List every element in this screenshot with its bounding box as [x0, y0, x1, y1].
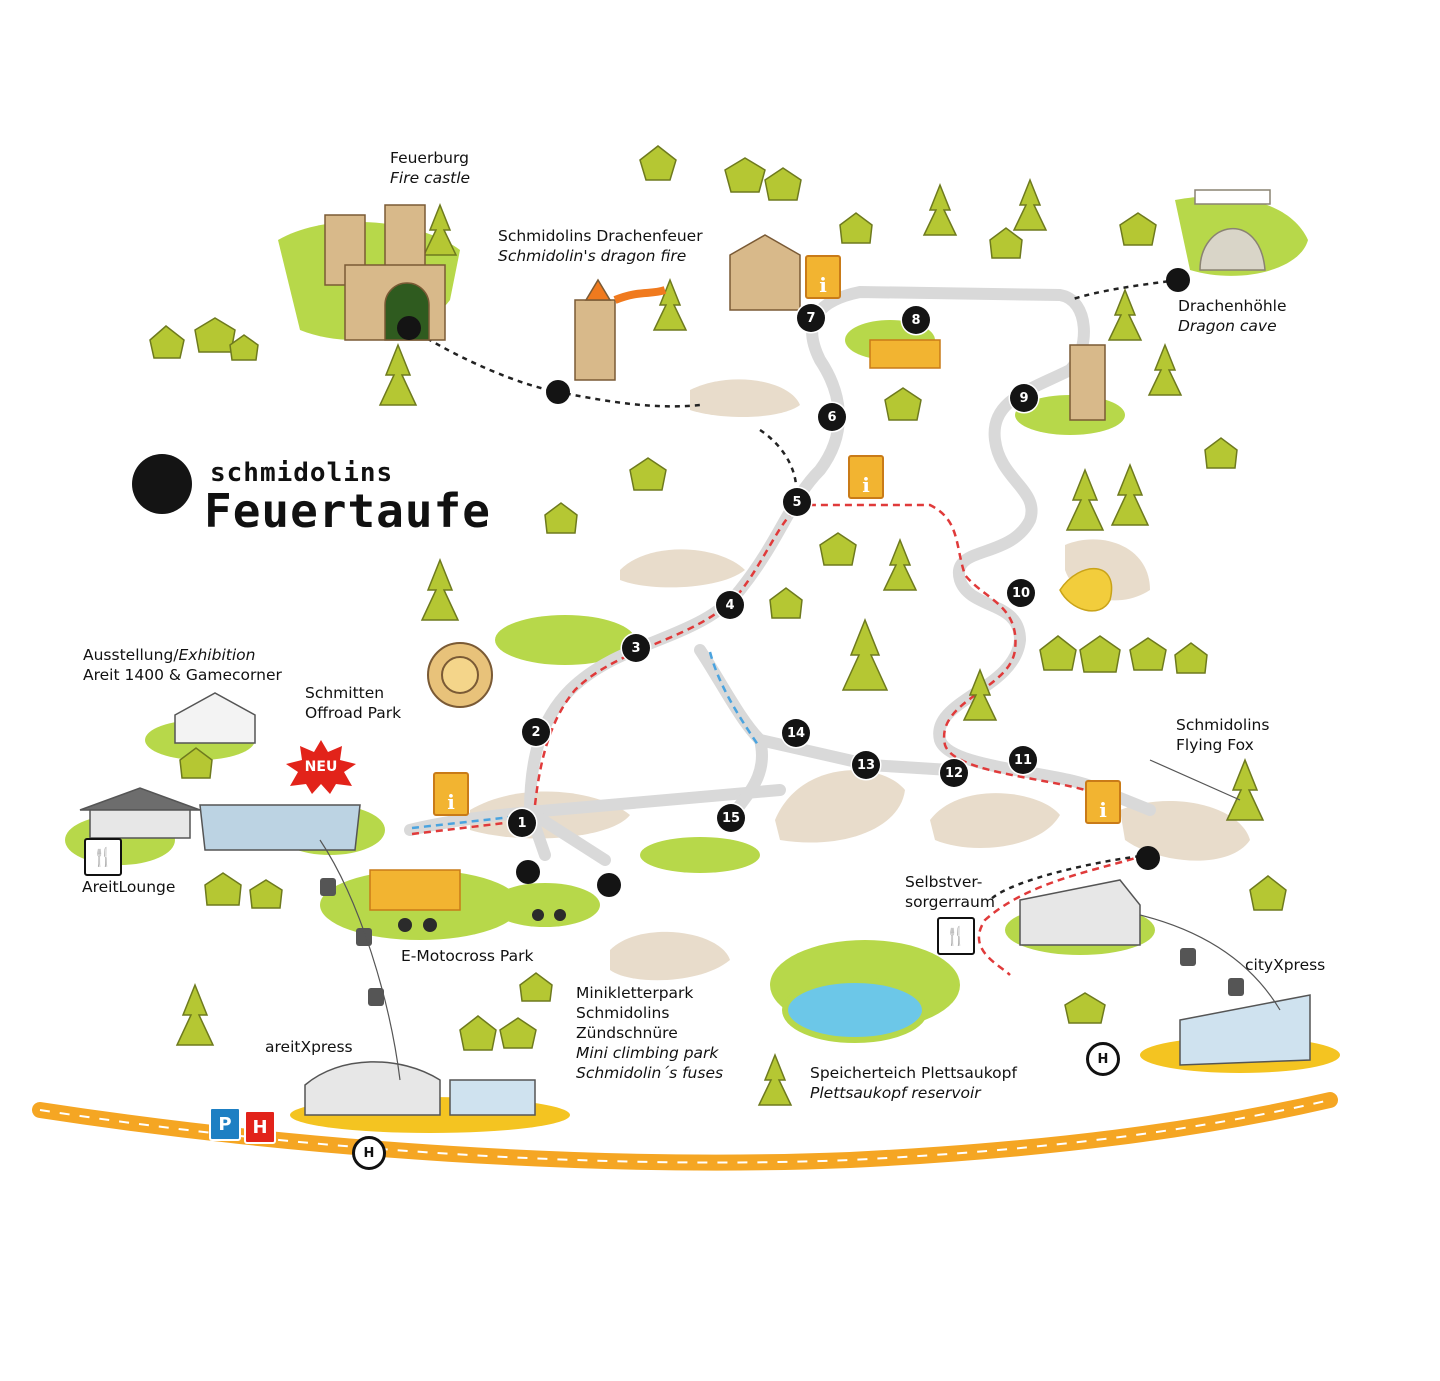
station-12[interactable]: 12: [940, 759, 968, 787]
station-1[interactable]: 1: [508, 809, 536, 837]
gondolas: [320, 878, 1244, 1006]
dragon-logo-icon: [132, 454, 192, 514]
restaurant-icon: 🍴: [937, 917, 975, 955]
info-board-icon: i: [848, 455, 884, 499]
cityxpress-station: [1179, 994, 1311, 1066]
waypoint-dot: [597, 873, 621, 897]
logo-line-2: Feuertaufe: [204, 484, 491, 538]
station-4[interactable]: 4: [716, 591, 744, 619]
dragon-tower: [574, 278, 667, 381]
hospital-icon: H: [244, 1110, 276, 1144]
station-9[interactable]: 9: [1010, 384, 1038, 412]
new-badge: NEU: [286, 740, 356, 794]
slide-yellow: [1059, 567, 1113, 612]
label-motocross: E-Motocross Park: [401, 947, 534, 965]
label-areitlounge: AreitLounge: [82, 878, 176, 896]
restaurant-icon: 🍴: [84, 838, 122, 876]
station-15[interactable]: 15: [717, 804, 745, 832]
fir-trees: [175, 177, 1265, 1106]
hut-top: [729, 234, 801, 311]
label-flying-fox: Schmidolins Flying Fox: [1176, 716, 1270, 754]
bus-stop-icon: H: [352, 1136, 386, 1170]
waypoint-dot: [1136, 846, 1160, 870]
label-minikletterpark: Minikletterpark Schmidolins Zündschnüre …: [576, 984, 724, 1082]
castle: [324, 204, 446, 341]
logo-line-1: schmidolins: [210, 458, 394, 488]
waypoint-dot: [397, 316, 421, 340]
motorbikes: [398, 909, 566, 932]
label-feuerburg: Feuerburg Fire castle: [390, 149, 471, 187]
info-board-icon: i: [805, 255, 841, 299]
bus-stop-icon: H: [1086, 1042, 1120, 1076]
label-drachenhoehle: Drachenhöhle Dragon cave: [1178, 297, 1287, 335]
lounge-building: [79, 787, 201, 839]
schmidolins-feuertaufe-logo: schmidolins Feuertaufe: [130, 452, 490, 544]
label-selbstversorger: Selbstver- sorgerraum: [905, 873, 995, 911]
label-offroad-park: Schmitten Offroad Park: [305, 684, 402, 722]
selbstversorger-building: [1019, 879, 1141, 946]
fence-8: [869, 339, 941, 369]
label-ausstellung: Ausstellung/Exhibition Areit 1400 & Game…: [83, 646, 282, 684]
station-10[interactable]: 10: [1007, 579, 1035, 607]
info-board-icon: i: [433, 772, 469, 816]
cable-lines: [319, 759, 1281, 1081]
waypoint-dot: [516, 860, 540, 884]
label-drachenfeuer: Schmidolins Drachenfeuer Schmidolin's dr…: [498, 227, 703, 265]
wheel: [427, 642, 493, 708]
exhibition-building: [174, 692, 256, 744]
trees: [149, 145, 1287, 1051]
label-speicherteich: Speicherteich Plettsaukopf Plettsaukopf …: [810, 1064, 1017, 1102]
label-cityxpress: cityXpress: [1245, 956, 1326, 974]
station-7[interactable]: 7: [797, 304, 825, 332]
station-8[interactable]: 8: [902, 306, 930, 334]
station-14[interactable]: 14: [782, 719, 810, 747]
station-6[interactable]: 6: [818, 403, 846, 431]
cave: [1194, 189, 1271, 271]
label-areitxpress: areitXpress: [265, 1038, 353, 1056]
reservoir-pond: [782, 977, 928, 1043]
waypoint-dot: [546, 380, 570, 404]
info-board-icon: i: [1085, 780, 1121, 824]
grandstand: [369, 869, 461, 911]
waypoint-dot: [1166, 268, 1190, 292]
station-11[interactable]: 11: [1009, 746, 1037, 774]
station-13[interactable]: 13: [852, 751, 880, 779]
starburst-icon: [286, 740, 356, 794]
parking-icon: P: [209, 1107, 241, 1141]
station-2[interactable]: 2: [522, 718, 550, 746]
areitxpress-valley-station: [304, 1061, 536, 1116]
station-3[interactable]: 3: [622, 634, 650, 662]
areitxpress-station-top: [199, 804, 361, 851]
tower-9: [1069, 344, 1106, 421]
grey-tracks: [404, 285, 1156, 866]
station-5[interactable]: 5: [783, 488, 811, 516]
